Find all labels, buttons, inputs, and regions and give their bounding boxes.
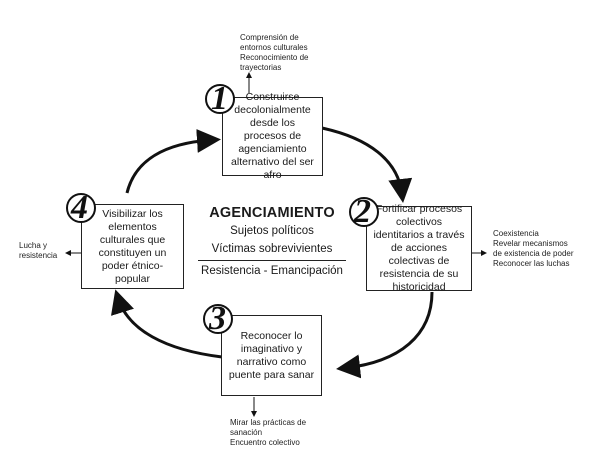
step-4-box: Visibilizar los elementos culturales que… [81,204,184,289]
step-3-number: 3 [209,300,226,337]
arrow-1-to-2 [321,126,413,203]
step-1-box: Construirse decolonialmente desde los pr… [222,91,323,181]
step-2-text: Fortificar procesos colectivos identitar… [373,203,465,293]
arrow-2-to-3 [336,291,434,379]
step-1-number-ring [205,84,235,114]
center-divider [198,260,346,261]
center-subtitle-1: Sujetos políticos [230,225,314,237]
center-title: AGENCIAMIENTO [209,205,335,221]
center-subtitle-3: Resistencia - Emancipación [201,265,343,277]
step-1-number: 1 [211,80,228,117]
left-outcome-note: Lucha y resistencia [19,241,58,260]
step-4-number-ring [66,193,96,223]
center-subtitle-2: Víctimas sobrevivientes [211,243,333,255]
step-3-text: Reconocer lo imaginativo y narrativo com… [228,329,315,381]
step-1-text: Construirse decolonialmente desde los pr… [231,91,314,181]
right-outcome-note: Coexistencia Revelar mecanismos de exist… [493,229,574,268]
step-4-text: Visibilizar los elementos culturales que… [98,207,167,285]
step-3-box: Reconocer lo imaginativo y narrativo com… [221,315,322,396]
step-2-box: Fortificar procesos colectivos identitar… [366,203,472,293]
step-2-number-ring [349,197,379,227]
arrow-4-to-1 [125,128,221,194]
step-2-number: 2 [354,193,371,230]
step-4-number: 4 [71,189,88,226]
arrow-3-to-4 [111,289,223,359]
step-3-number-ring [203,304,233,334]
bottom-outcome-note: Mirar las prácticas de sanación Encuentr… [230,418,307,447]
top-outcome-note: Comprensión de entornos culturales Recon… [240,33,309,72]
